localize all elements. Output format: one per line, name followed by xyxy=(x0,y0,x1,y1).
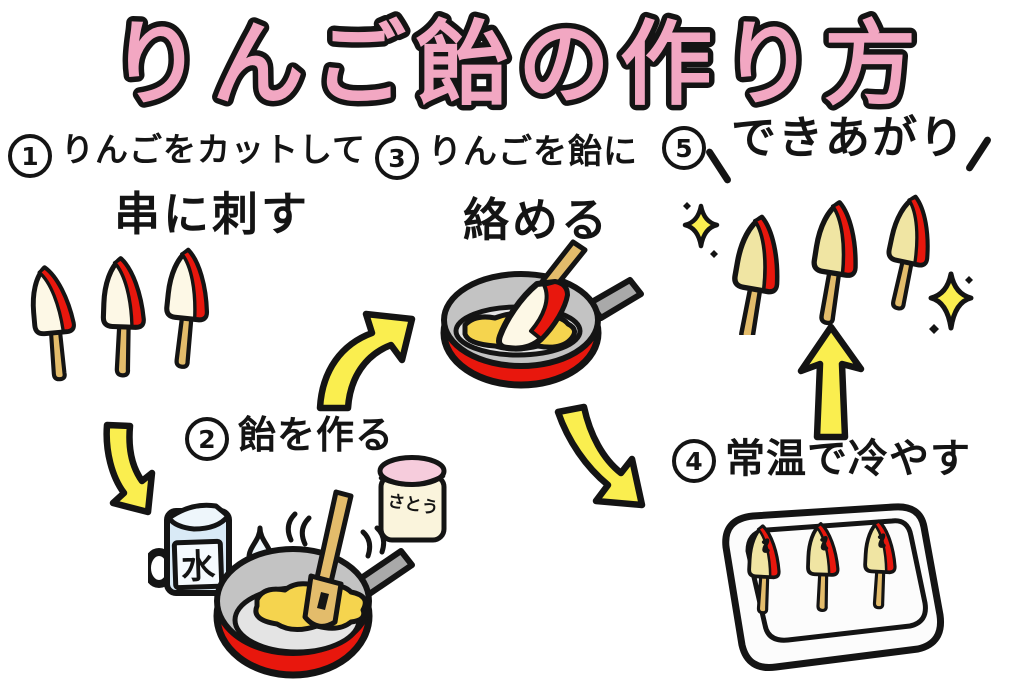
arrow-step1-to-step2-icon xyxy=(103,421,156,516)
cooling-candy-apple-2 xyxy=(804,521,842,613)
step-3-number-badge: 3 xyxy=(375,136,419,180)
step-2-heading: 2 飴を作る xyxy=(185,413,395,461)
finished-candy-apple-2 xyxy=(805,200,865,326)
apple-skewer-2 xyxy=(101,258,145,376)
step-5-label: できあがり xyxy=(731,111,967,164)
candy-pan-illustration xyxy=(213,489,415,679)
apple-skin xyxy=(529,280,569,341)
arrow-step3-to-step4-icon xyxy=(554,403,646,509)
step-4-heading: 4 常温で冷やす xyxy=(672,436,971,483)
sparkle-right-icon xyxy=(928,271,974,334)
step-1-heading: 1 りんごをカットして xyxy=(8,131,366,178)
stir-motion-marks xyxy=(285,511,387,559)
water-cup-illustration: 水 xyxy=(148,502,274,596)
finished-candy-apple-1 xyxy=(724,215,787,335)
step-5-heading: 5 できあがり xyxy=(662,111,993,186)
page-title-text: りんご飴の作り方 xyxy=(110,11,926,118)
jar-lid-rim xyxy=(378,473,446,487)
step-4-number-badge: 4 xyxy=(672,439,716,483)
page-title: りんご飴の作り方 xyxy=(104,6,926,124)
arrow-step4-to-step5-icon xyxy=(797,323,865,441)
cup-mouth xyxy=(166,502,231,532)
arrow-step2-to-step3-icon xyxy=(316,310,416,412)
apple-skewer-1 xyxy=(30,266,78,381)
step-3-label: りんごを飴に xyxy=(428,132,638,172)
apple-skewers-illustration xyxy=(14,240,229,392)
sugar-jar-illustration: さとう xyxy=(377,455,447,543)
dipping-pan-illustration xyxy=(440,239,644,389)
cooling-tray-illustration xyxy=(722,503,945,672)
step-4-label: 常温で冷やす xyxy=(725,436,971,482)
step-2-number-badge: 2 xyxy=(185,417,229,461)
cooling-candy-apple-3 xyxy=(861,518,899,611)
sparkle-left-icon xyxy=(682,202,720,258)
step-1-label-line2: 串に刺す xyxy=(114,187,310,241)
emphasis-slash-left xyxy=(704,147,733,185)
step-3-label-line2: 絡める xyxy=(463,193,610,247)
cooling-candy-apple-1 xyxy=(745,523,783,616)
step-5-number-badge: 5 xyxy=(662,126,706,170)
water-label: 水 xyxy=(180,546,216,587)
water-label-tag xyxy=(171,538,225,591)
emphasis-slash-right xyxy=(964,135,993,173)
step-1-number-badge: 1 xyxy=(8,134,52,178)
spatula-slot xyxy=(317,592,329,610)
apple-skewer-3 xyxy=(161,249,213,369)
dipped-apple-skewer xyxy=(496,239,588,352)
step-3-heading: 3 りんごを飴に xyxy=(375,132,638,180)
step-2-label: 飴を作る xyxy=(238,413,395,457)
step-1-label: りんごをカットして xyxy=(61,130,367,169)
